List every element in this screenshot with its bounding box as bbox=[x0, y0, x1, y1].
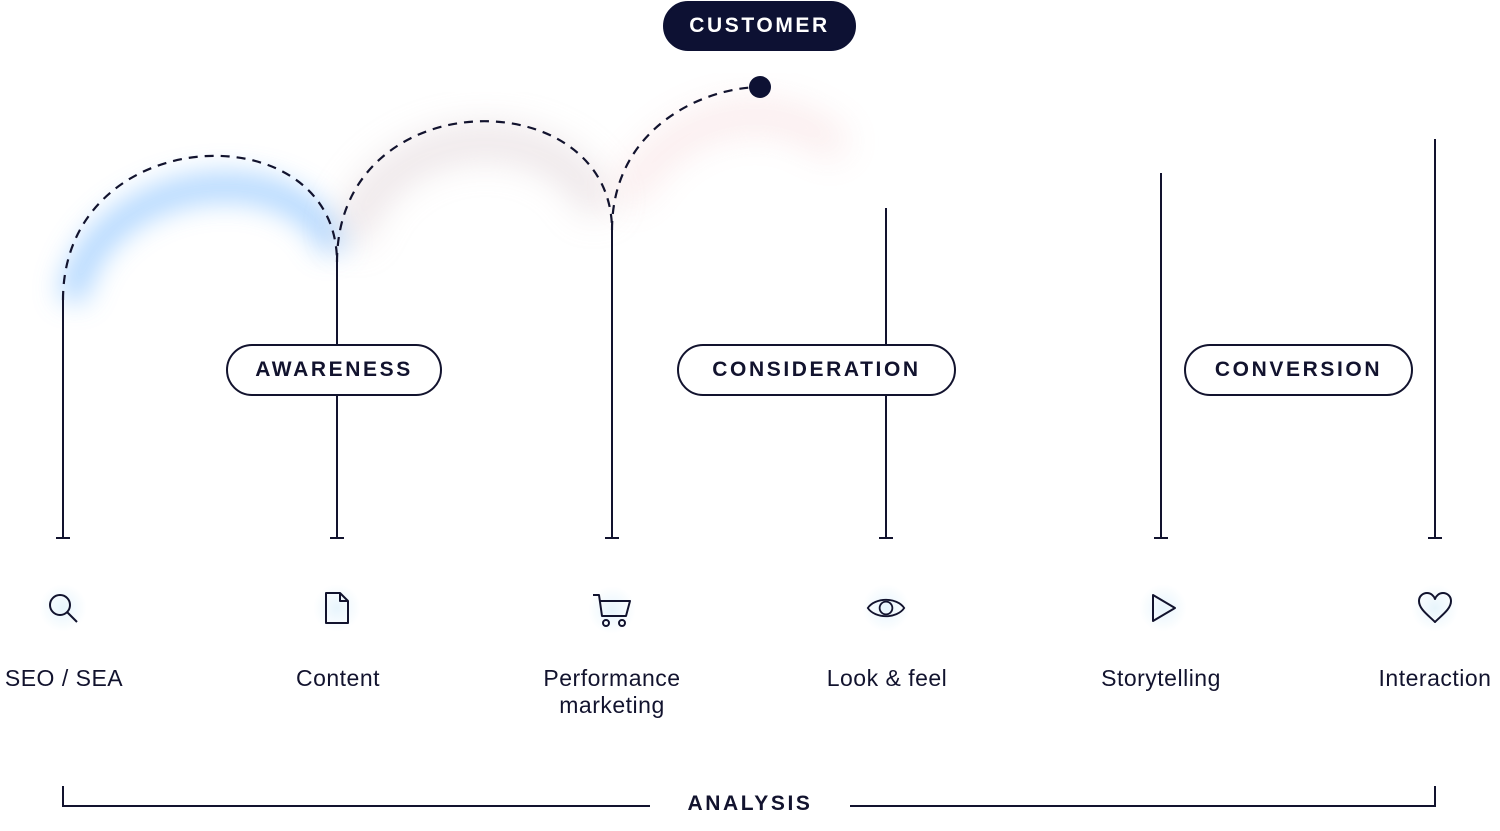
document-icon bbox=[313, 584, 361, 632]
cart-icon bbox=[588, 586, 636, 634]
glow-pink bbox=[613, 102, 850, 207]
customer-badge: CUSTOMER bbox=[663, 1, 856, 51]
search-icon bbox=[39, 584, 87, 632]
stage-conversion: CONVERSION bbox=[1184, 344, 1413, 396]
eye-icon bbox=[862, 584, 910, 632]
channel-label-content: Content bbox=[295, 665, 381, 691]
analysis-bracket bbox=[62, 786, 1436, 807]
journey-arc-1 bbox=[61, 154, 339, 301]
heart-icon bbox=[1411, 584, 1459, 632]
channel-stems bbox=[56, 139, 1442, 539]
analysis-label: ANALYSIS bbox=[650, 792, 850, 816]
stage-consideration: CONSIDERATION bbox=[677, 344, 956, 396]
channel-label-performance-marketing: Performance marketing bbox=[543, 665, 681, 718]
channel-label-seo-sea: SEO / SEA bbox=[4, 665, 124, 691]
channel-label-look-feel: Look & feel bbox=[826, 665, 948, 691]
glow-blue bbox=[59, 173, 348, 303]
journey-arc-2 bbox=[335, 120, 614, 263]
play-icon bbox=[1139, 584, 1187, 632]
channel-label-interaction: Interaction bbox=[1378, 665, 1492, 691]
journey-arc-3 bbox=[610, 85, 761, 231]
glow-mauve bbox=[336, 127, 613, 244]
stage-awareness: AWARENESS bbox=[226, 344, 442, 396]
channel-label-storytelling: Storytelling bbox=[1101, 665, 1221, 691]
journey-arcs bbox=[61, 85, 761, 301]
customer-dot bbox=[749, 76, 771, 98]
